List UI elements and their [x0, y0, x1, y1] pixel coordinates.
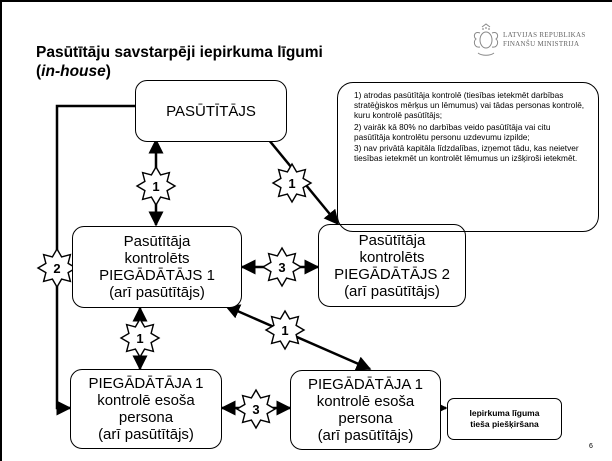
logo-text: LATVIJAS REPUBLIKAS FINANŠU MINISTRIJA	[503, 31, 586, 49]
legend-line-2: tieša piešķiršana	[470, 419, 539, 429]
logo-line-2: FINANŠU MINISTRIJA	[503, 40, 580, 48]
box-line: (arī pasūtītājs)	[109, 284, 205, 301]
condition-1: 1) atrodas pasūtītāja kontrolē (tiesības…	[354, 90, 585, 121]
box-line: Pasūtītāja	[123, 233, 191, 250]
box-line: kontrolē esoša	[97, 392, 195, 409]
star-label: 3	[278, 260, 285, 275]
title-end: )	[105, 63, 111, 80]
box-piegadatajs-1: Pasūtītāja kontrolēts PIEGĀDĀTĀJS 1 (arī…	[72, 226, 242, 308]
page-number: 6	[589, 443, 593, 450]
slide-title: Pasūtītāju savstarpēji iepirkuma līgumi …	[36, 43, 341, 81]
star-label: 1	[281, 323, 288, 338]
box-piegadatajs-2: Pasūtītāja kontrolēts PIEGĀDĀTĀJS 2 (arī…	[318, 224, 466, 307]
star-label: 1	[152, 179, 159, 194]
legend-line-1: Iepirkuma līguma	[469, 408, 540, 418]
star-badge	[271, 162, 313, 204]
star-label: 1	[288, 176, 295, 191]
box-line: persona	[118, 409, 174, 426]
left-border	[0, 0, 2, 461]
box-line: Pasūtītāja	[358, 231, 426, 249]
title-text: Pasūtītāju savstarpēji iepirkuma līgumi …	[36, 44, 323, 80]
ministry-logo: LATVIJAS REPUBLIKAS FINANŠU MINISTRIJA	[470, 20, 600, 60]
box-line: (arī pasūtītājs)	[344, 282, 440, 300]
box-persona-2: PIEGĀDĀTĀJA 1 kontrolē esoša persona (ar…	[290, 370, 441, 450]
legend-box: Iepirkuma līguma tieša piešķiršana	[447, 398, 562, 440]
box-line: kontrolēts	[359, 248, 425, 266]
star-badge	[264, 309, 306, 351]
condition-3: 3) nav privātā kapitāla līdzdalības, izņ…	[354, 143, 579, 164]
star-badge	[135, 165, 177, 207]
box-line: kontrolē esoša	[316, 393, 415, 410]
coat-of-arms-icon	[473, 23, 499, 56]
top-border	[0, 0, 612, 2]
box-line: (arī pasūtītājs)	[317, 427, 414, 444]
arrow-piegadatajs1-persona2	[224, 304, 372, 371]
box-persona-1: PIEGĀDĀTĀJA 1 kontrolē esoša persona (ar…	[70, 369, 222, 449]
star-badge	[119, 317, 161, 359]
title-italic: in-house	[41, 63, 106, 80]
box-line: kontrolēts	[124, 250, 190, 267]
box-line: persona	[338, 410, 393, 427]
box-line: PIEGĀDĀTĀJS 1	[99, 267, 215, 284]
star-badge	[36, 247, 78, 289]
condition-2: 2) vairāk kā 80% no darbības veido pasūt…	[354, 121, 551, 142]
star-badge	[261, 246, 303, 288]
star-label: 3	[252, 402, 259, 417]
conditions-note: 1) atrodas pasūtītāja kontrolē (tiesības…	[337, 82, 599, 232]
box-line: PIEGĀDĀTĀJA 1	[88, 375, 204, 392]
logo-line-1: LATVIJAS REPUBLIKAS	[503, 31, 586, 39]
box-label: PASŪTĪTĀJS	[166, 102, 256, 120]
box-pasutitajs: PASŪTĪTĀJS	[135, 80, 287, 142]
star-label: 2	[53, 261, 60, 276]
box-line: (arī pasūtītājs)	[98, 426, 194, 443]
star-badge	[235, 388, 277, 430]
star-label: 1	[136, 331, 143, 346]
box-line: PIEGĀDĀTĀJS 2	[334, 265, 450, 283]
box-line: PIEGĀDĀTĀJA 1	[307, 376, 424, 393]
